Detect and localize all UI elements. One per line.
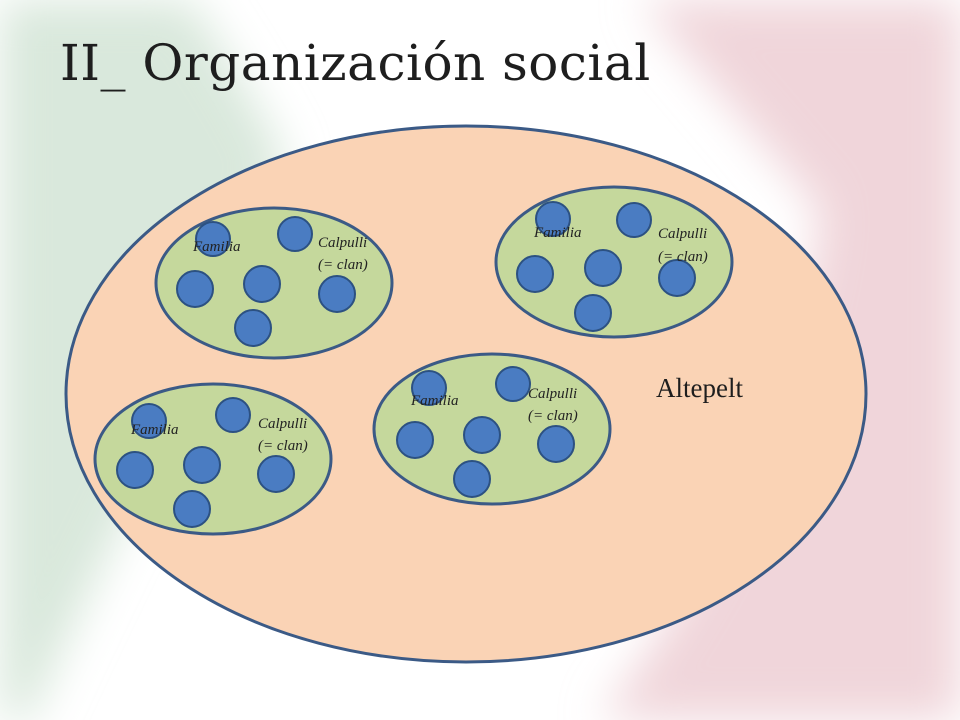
familia-circle	[537, 425, 575, 463]
calpulli-label-line2: (= clan)	[528, 408, 578, 424]
calpulli-group-2: Familia Calpulli (= clan)	[494, 185, 734, 339]
familia-circle	[234, 309, 272, 347]
familia-circle	[453, 460, 491, 498]
familia-label: Familia	[533, 225, 582, 241]
familia-circle	[411, 370, 447, 406]
page-title: II_ Organización social	[60, 34, 651, 92]
familia-circle	[495, 366, 531, 402]
familia-circle	[658, 259, 696, 297]
familia-label: Familia	[130, 422, 179, 438]
calpulli-label-line2: (= clan)	[658, 249, 708, 265]
familia-label: Familia	[410, 393, 459, 409]
familia-circle	[535, 201, 571, 237]
familia-circle	[215, 397, 251, 433]
familia-circle	[574, 294, 612, 332]
familia-circle	[257, 455, 295, 493]
familia-circle	[584, 249, 622, 287]
familia-circle	[131, 403, 167, 439]
familia-circle	[243, 265, 281, 303]
calpulli-label-line2: (= clan)	[318, 257, 368, 273]
calpulli-label-line2: (= clan)	[258, 438, 308, 454]
familia-circle	[183, 446, 221, 484]
calpulli-label-line1: Calpulli	[658, 226, 707, 242]
familia-label: Familia	[192, 239, 241, 255]
flag-red-band	[600, 0, 960, 720]
familia-circle	[396, 421, 434, 459]
calpulli-group-3: Familia Calpulli (= clan)	[93, 382, 333, 536]
familia-circle	[318, 275, 356, 313]
familia-circle	[616, 202, 652, 238]
familia-circle	[195, 221, 231, 257]
familia-circle	[277, 216, 313, 252]
calpulli-group-4: Familia Calpulli (= clan)	[372, 352, 612, 506]
familia-circle	[516, 255, 554, 293]
familia-circle	[173, 490, 211, 528]
calpulli-label-line1: Calpulli	[528, 386, 577, 402]
familia-circle	[463, 416, 501, 454]
calpulli-label-line1: Calpulli	[258, 416, 307, 432]
calpulli-group-1: Familia Calpulli (= clan)	[154, 206, 394, 360]
calpulli-label-line1: Calpulli	[318, 235, 367, 251]
familia-circle	[176, 270, 214, 308]
familia-circle	[116, 451, 154, 489]
altepelt-label: Altepelt	[656, 373, 743, 403]
